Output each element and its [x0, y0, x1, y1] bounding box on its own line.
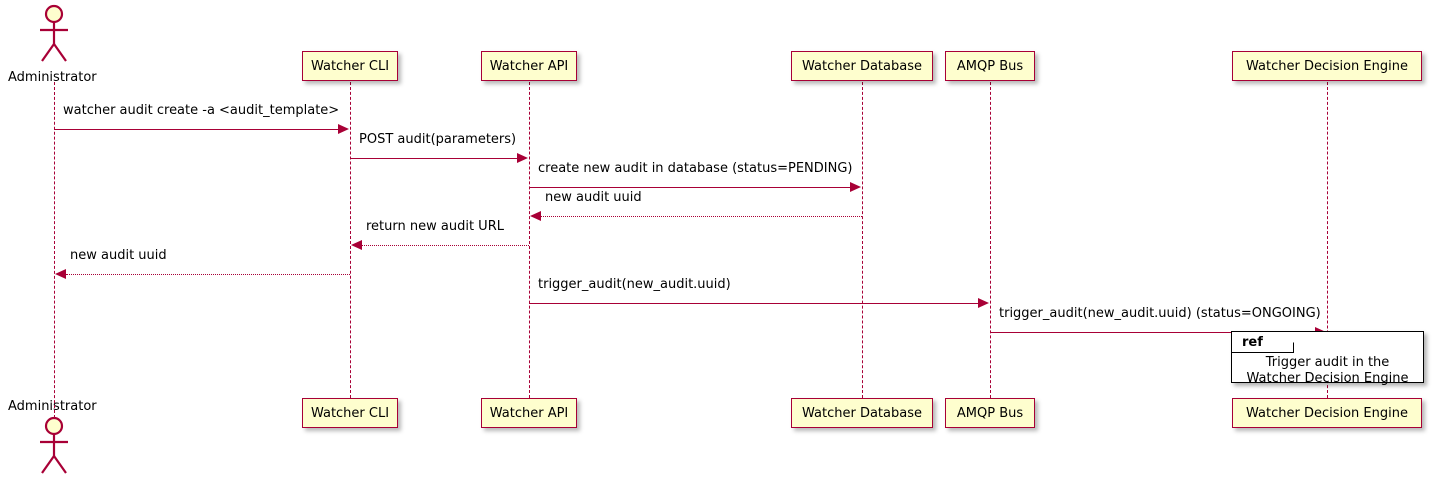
ref-fragment-line-2: Watcher Decision Engine [1246, 371, 1409, 386]
participant-label: Watcher Decision Engine [1246, 405, 1408, 421]
ref-fragment-line-1: Trigger audit in the [1265, 355, 1390, 370]
lifeline-watcher-database [862, 82, 863, 398]
lifeline-watcher-decision-engine [1327, 82, 1328, 398]
participant-box-watcher-database-top[interactable]: Watcher Database [791, 51, 933, 81]
message-label-3: create new audit in database (status=PEN… [538, 161, 853, 176]
lifeline-administrator [54, 82, 55, 418]
lifeline-amqp-bus [990, 82, 991, 398]
ref-fragment-tab-label: ref [1242, 335, 1263, 350]
actor-figure-icon [40, 416, 68, 474]
message-arrow-1 [54, 129, 339, 130]
participant-box-amqp-bus-top[interactable]: AMQP Bus [945, 51, 1035, 81]
message-arrowhead-1 [338, 124, 349, 134]
message-arrowhead-3 [850, 182, 861, 192]
actor-label-administrator-top: Administrator [8, 70, 97, 85]
message-label-1: watcher audit create -a <audit_template> [63, 103, 340, 118]
message-arrow-8 [990, 332, 1316, 333]
message-arrow-6 [66, 274, 350, 275]
message-label-5: return new audit URL [366, 219, 504, 234]
participant-box-watcher-cli-top[interactable]: Watcher CLI [302, 51, 398, 81]
participant-box-amqp-bus-bottom[interactable]: AMQP Bus [945, 398, 1035, 428]
participant-box-watcher-decision-engine-bottom[interactable]: Watcher Decision Engine [1232, 398, 1422, 428]
message-arrowhead-7 [978, 298, 989, 308]
message-arrow-3 [529, 187, 851, 188]
message-arrow-5 [362, 245, 529, 246]
actor-label-administrator-bottom: Administrator [8, 399, 97, 414]
participant-label: Watcher Database [802, 58, 922, 74]
participant-label: Watcher CLI [310, 58, 390, 74]
message-arrow-2 [350, 158, 518, 159]
message-arrowhead-4 [530, 211, 541, 221]
actor-administrator-top [30, 4, 78, 70]
lifeline-watcher-cli [350, 82, 351, 398]
participant-label: Watcher API [489, 58, 569, 74]
participant-box-watcher-api-top[interactable]: Watcher API [481, 51, 577, 81]
participant-box-watcher-decision-engine-top[interactable]: Watcher Decision Engine [1232, 51, 1422, 81]
participant-box-watcher-database-bottom[interactable]: Watcher Database [791, 398, 933, 428]
actor-administrator-bottom [30, 416, 78, 482]
lifeline-watcher-api [529, 82, 530, 398]
message-label-2: POST audit(parameters) [359, 132, 517, 147]
participant-label: Watcher Database [802, 405, 922, 421]
participant-box-watcher-api-bottom[interactable]: Watcher API [481, 398, 577, 428]
actor-figure-icon [40, 4, 68, 62]
participant-box-watcher-cli-bottom[interactable]: Watcher CLI [302, 398, 398, 428]
message-arrow-7 [529, 303, 979, 304]
message-arrowhead-5 [351, 240, 362, 250]
ref-fragment: ref Trigger audit in the Watcher Decisio… [1231, 331, 1424, 386]
participant-label: Watcher Decision Engine [1246, 58, 1408, 74]
participant-label: Watcher API [489, 405, 569, 421]
ref-fragment-body: Trigger audit in the Watcher Decision En… [1232, 355, 1423, 387]
message-label-6: new audit uuid [70, 248, 167, 263]
message-label-4: new audit uuid [545, 190, 642, 205]
message-arrow-4 [541, 216, 862, 217]
participant-label: AMQP Bus [956, 405, 1024, 421]
message-arrowhead-2 [517, 153, 528, 163]
message-label-8: trigger_audit(new_audit.uuid) (status=ON… [999, 306, 1321, 321]
participant-label: AMQP Bus [956, 58, 1024, 74]
message-label-7: trigger_audit(new_audit.uuid) [538, 277, 731, 292]
participant-label: Watcher CLI [310, 405, 390, 421]
message-arrowhead-6 [55, 269, 66, 279]
